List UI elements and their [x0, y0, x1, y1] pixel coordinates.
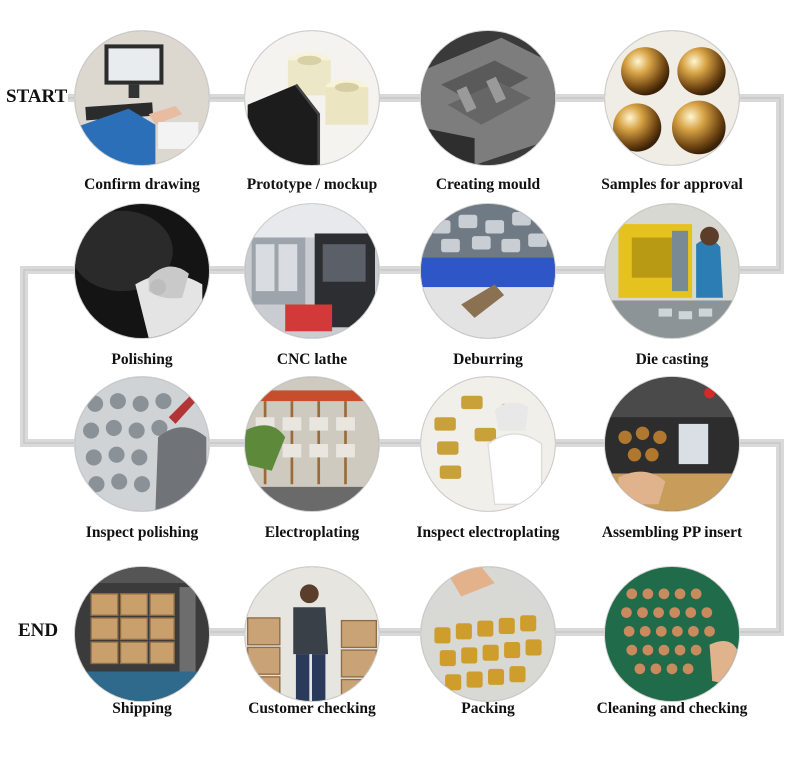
- end-label: END: [18, 620, 59, 641]
- step-photo-customer-checking: [245, 567, 379, 701]
- step-label-creating-mould: Creating mould: [435, 176, 541, 193]
- gold-spheres-icon: [605, 31, 739, 165]
- steel-mould-icon: [421, 31, 555, 165]
- step-photo-confirm-drawing: [75, 31, 209, 165]
- step-label-polishing: Polishing: [111, 351, 173, 368]
- step-photo-prototype-mockup: [245, 31, 379, 165]
- step-label-customer-checking: Customer checking: [248, 700, 376, 717]
- step-label-cleaning-and-checking: Cleaning and checking: [596, 700, 748, 717]
- polishing-hands-icon: [75, 204, 209, 338]
- step-label-prototype-mockup: Prototype / mockup: [246, 176, 378, 193]
- step-photo-deburring: [421, 204, 555, 338]
- step-label-die-casting: Die casting: [635, 351, 709, 368]
- gold-plated-parts-icon: [421, 377, 555, 511]
- step-photo-creating-mould: [421, 31, 555, 165]
- step-photo-cnc-lathe: [245, 204, 379, 338]
- gold-caps-tray-icon: [421, 567, 555, 701]
- step-photo-packing: [421, 567, 555, 701]
- office-worker-computer-icon: [75, 31, 209, 165]
- step-photo-inspect-electroplating: [421, 377, 555, 511]
- step-photo-electroplating: [245, 377, 379, 511]
- white-prototype-parts-icon: [245, 31, 379, 165]
- container-boxes-icon: [75, 567, 209, 701]
- deburring-parts-icon: [421, 204, 555, 338]
- step-label-deburring: Deburring: [453, 351, 523, 368]
- step-photo-samples-for-approval: [605, 31, 739, 165]
- step-label-confirm-drawing: Confirm drawing: [84, 176, 200, 193]
- step-label-packing: Packing: [461, 700, 515, 717]
- step-label-inspect-polishing: Inspect polishing: [85, 524, 199, 541]
- step-label-assembling-pp-insert: Assembling PP insert: [601, 524, 743, 541]
- copper-parts-board-icon: [605, 567, 739, 701]
- step-photo-cleaning-and-checking: [605, 567, 739, 701]
- step-label-inspect-electroplating: Inspect electroplating: [416, 524, 560, 541]
- step-label-cnc-lathe: CNC lathe: [276, 351, 348, 368]
- electroplating-rack-icon: [245, 377, 379, 511]
- step-photo-assembling-pp-insert: [605, 377, 739, 511]
- die-casting-machine-icon: [605, 204, 739, 338]
- step-photo-die-casting: [605, 204, 739, 338]
- step-label-electroplating: Electroplating: [264, 524, 360, 541]
- warehouse-cartons-icon: [245, 567, 379, 701]
- polished-parts-tray-icon: [75, 377, 209, 511]
- step-photo-shipping: [75, 567, 209, 701]
- assembly-machine-icon: [605, 377, 739, 511]
- step-photo-inspect-polishing: [75, 377, 209, 511]
- step-label-shipping: Shipping: [112, 700, 172, 717]
- start-label: START: [6, 86, 68, 107]
- step-label-samples-for-approval: Samples for approval: [601, 176, 743, 193]
- cnc-machine-icon: [245, 204, 379, 338]
- step-photo-polishing: [75, 204, 209, 338]
